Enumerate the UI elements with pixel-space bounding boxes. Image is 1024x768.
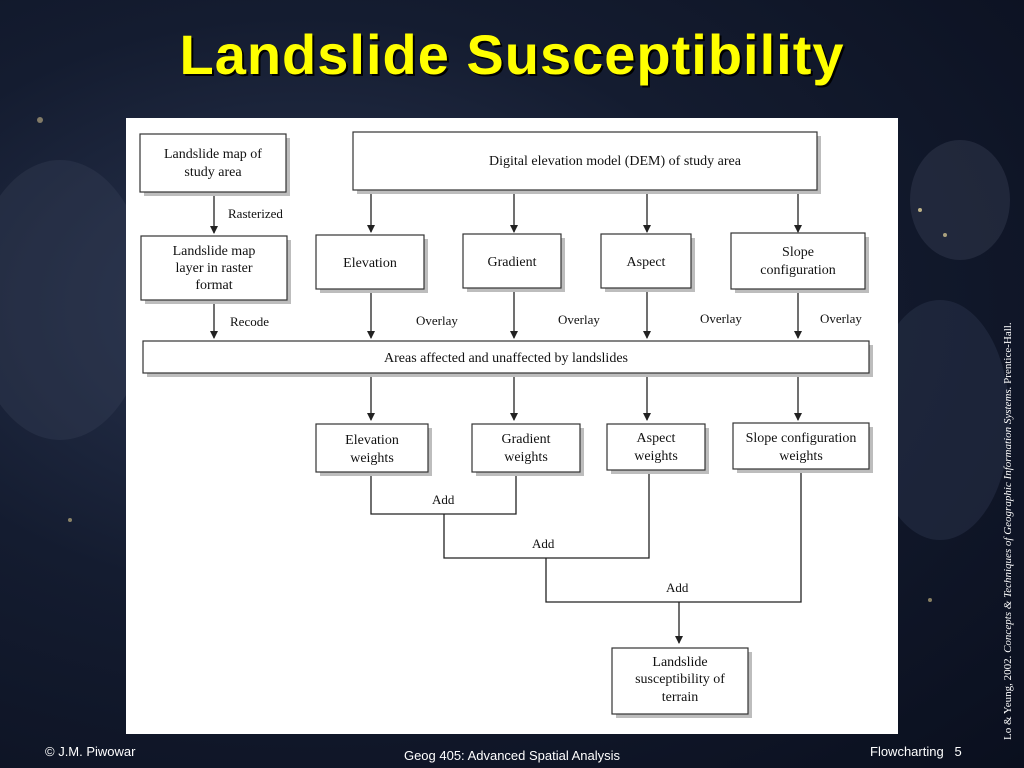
svg-text:Gradient: Gradient xyxy=(502,432,551,447)
label-overlay-3: Overlay xyxy=(700,311,742,326)
label-add-1: Add xyxy=(432,492,455,507)
box-elevation: Elevation xyxy=(315,234,428,293)
svg-text:Elevation: Elevation xyxy=(343,256,397,271)
flow-connectors xyxy=(210,190,802,644)
svg-text:Landslide map of: Landslide map of xyxy=(164,147,262,162)
flowchart: Landslide map of study area Digital elev… xyxy=(139,131,873,718)
svg-text:Landslide map: Landslide map xyxy=(173,244,256,259)
label-overlay-2: Overlay xyxy=(558,312,600,327)
svg-text:configuration: configuration xyxy=(760,263,835,278)
svg-text:Areas affected and unaffected: Areas affected and unaffected by landsli… xyxy=(384,351,628,366)
svg-text:Slope configuration: Slope configuration xyxy=(746,431,857,446)
svg-text:Aspect: Aspect xyxy=(627,255,666,270)
label-add-3: Add xyxy=(666,580,689,595)
box-result: Landslide susceptibility of terrain xyxy=(611,647,752,718)
citation: Lo & Yeung, 2002. Concepts & Techniques … xyxy=(1002,322,1014,740)
box-gradient: Gradient xyxy=(462,233,565,292)
label-add-2: Add xyxy=(532,536,555,551)
box-slope: Slope configuration xyxy=(730,232,869,293)
svg-text:Landslide: Landslide xyxy=(652,655,707,670)
svg-text:format: format xyxy=(195,278,232,293)
box-slope-weights: Slope configuration weights xyxy=(732,422,873,473)
box-areas: Areas affected and unaffected by landsli… xyxy=(142,340,873,377)
box-aspect: Aspect xyxy=(600,233,695,292)
box-landslide-map: Landslide map of study area xyxy=(139,133,290,196)
label-overlay-4: Overlay xyxy=(820,311,862,326)
footer-course: Geog 405: Advanced Spatial Analysis xyxy=(403,748,621,763)
footer-section-label: Flowcharting xyxy=(870,744,944,759)
svg-text:weights: weights xyxy=(504,450,548,465)
box-dem: Digital elevation model (DEM) of study a… xyxy=(352,131,821,194)
svg-text:Gradient: Gradient xyxy=(488,255,537,270)
svg-text:study area: study area xyxy=(184,165,242,180)
box-raster-layer: Landslide map layer in raster format xyxy=(140,235,291,304)
svg-text:weights: weights xyxy=(779,449,823,464)
svg-text:susceptibility of: susceptibility of xyxy=(635,672,725,687)
page-number: 5 xyxy=(954,744,962,759)
svg-text:Slope: Slope xyxy=(782,245,814,260)
svg-text:layer in raster: layer in raster xyxy=(176,261,253,276)
label-recode: Recode xyxy=(230,314,269,329)
svg-text:terrain: terrain xyxy=(662,690,699,705)
svg-text:Aspect: Aspect xyxy=(637,431,676,446)
svg-text:Digital elevation model (DEM): Digital elevation model (DEM) of study a… xyxy=(489,154,742,169)
label-overlay-1: Overlay xyxy=(416,313,458,328)
footer-copyright: © J.M. Piwowar xyxy=(45,744,136,759)
edge-labels: Rasterized Recode Overlay Overlay Overla… xyxy=(228,206,862,595)
box-gradient-weights: Gradient weights xyxy=(471,423,584,476)
svg-text:weights: weights xyxy=(350,451,394,466)
flowchart-panel: Landslide map of study area Digital elev… xyxy=(126,118,898,734)
footer-section: Flowcharting 5 xyxy=(870,744,962,759)
box-aspect-weights: Aspect weights xyxy=(606,423,709,474)
svg-text:Elevation: Elevation xyxy=(345,433,399,448)
label-rasterized: Rasterized xyxy=(228,206,283,221)
box-elevation-weights: Elevation weights xyxy=(315,423,432,476)
svg-text:weights: weights xyxy=(634,449,678,464)
slide-title: Landslide Susceptibility xyxy=(179,23,845,86)
